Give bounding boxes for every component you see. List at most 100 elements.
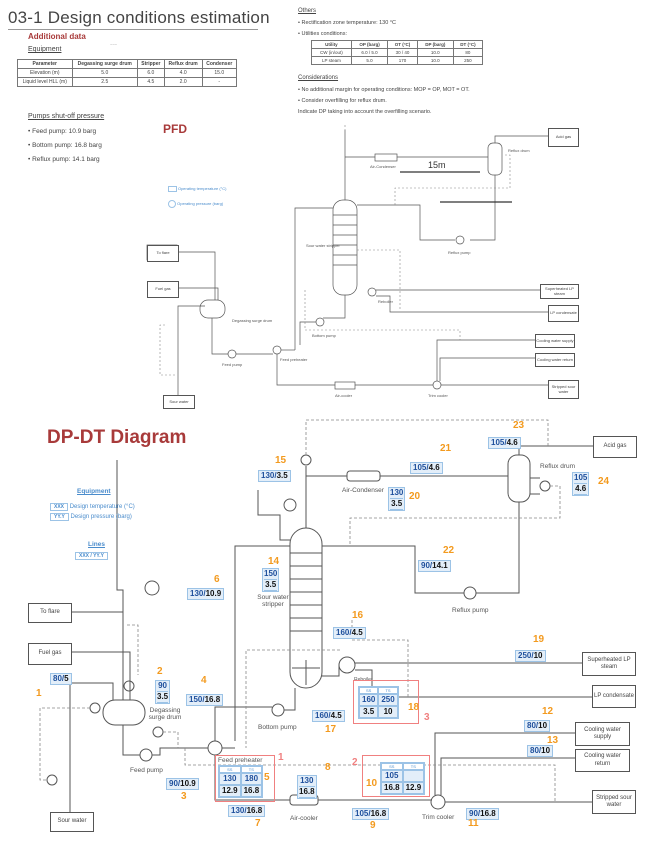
separator: / [504, 438, 507, 447]
cw-supply-box: Cooling water supply [575, 722, 630, 746]
legend-xxx-box: XXX [50, 503, 69, 511]
stream-number: 23 [513, 420, 525, 431]
separator: / [538, 746, 542, 755]
design-temperature: 130 [190, 589, 204, 598]
legend-text: Operating pressure (barg) [177, 201, 224, 207]
bottom-pump [271, 703, 285, 717]
shell-design-temperature: 105 [381, 770, 403, 782]
pumps-list: Feed pump: 10.9 barg Bottom pump: 16.8 b… [28, 125, 102, 167]
design-pressure: 14.1 [432, 561, 448, 570]
tube-design-pressure: 16.8 [240, 785, 263, 797]
design-temperature: 130 [261, 471, 275, 480]
separator: / [531, 651, 534, 660]
separator: / [477, 809, 481, 818]
design-temperature: 80 [527, 721, 536, 730]
stream-tag: 90/10.9 [166, 778, 199, 790]
stream-number: 7 [255, 818, 261, 829]
list-item: Utilities conditions: [298, 29, 396, 40]
considerations-heading: Considerations [298, 75, 339, 81]
design-temperature: 150 [189, 695, 203, 704]
tube-side-header: TS [402, 763, 425, 770]
shell-design-pressure: 12.9 [219, 785, 241, 797]
design-pressure: 4.5 [330, 711, 342, 720]
stream-number: 19 [533, 634, 545, 645]
reboiler [338, 656, 356, 674]
pfd-stripped-box: Stripped sour water [548, 380, 579, 399]
exchanger-mark: 2 [352, 757, 358, 768]
pfd-feed-pump-label: Feed pump [222, 362, 243, 367]
shell-design-temperature: 160 [359, 694, 379, 706]
fuel-gas-box: Fuel gas [28, 643, 72, 665]
separator: / [328, 711, 331, 720]
pfd-cw-supply-box: Cooling water supply [535, 334, 575, 348]
exchanger-mark: 1 [278, 752, 284, 763]
to-flare-box: To flare [28, 603, 72, 623]
design-temperature: 130 [299, 776, 315, 787]
design-temperature: 80 [530, 746, 539, 755]
stream-tag: 160/4.5 [333, 627, 366, 639]
separator: / [177, 779, 181, 788]
list-item: Feed pump: 10.9 barg [28, 125, 102, 139]
shell-design-pressure: 3.5 [359, 706, 379, 718]
air-cooler-label: Air-cooler [290, 815, 318, 822]
legend-text: Design pressure (barg) [70, 514, 132, 520]
exchanger-highlight-box [353, 680, 419, 724]
stream-tag: 130/3.5 [258, 470, 291, 482]
legend-pres: YY.Y Design pressure (barg) [50, 513, 132, 521]
stream-number: 24 [598, 476, 610, 487]
stream-number: 3 [181, 791, 187, 802]
stream-number: 8 [325, 762, 331, 773]
steam-box: Superheated LP steam [582, 652, 636, 676]
additional-data-heading: Additional data [28, 32, 86, 41]
design-pressure: 10 [533, 651, 543, 660]
legend-text: Operating temperature (°C) [177, 186, 227, 191]
equipment-heading: Equipment [28, 46, 62, 53]
cell: - [201, 77, 238, 87]
pfd-reflux-pump-label: Reflux pump [448, 250, 471, 255]
list-item: No additional margin for operating condi… [298, 85, 469, 96]
design-temperature: 130 [231, 806, 245, 815]
pfd-trim-cooler-label: Trim cooler [428, 393, 448, 398]
design-pressure: 10.9 [180, 779, 196, 788]
design-temperature: 250 [518, 651, 532, 660]
design-pressure: 4.6 [574, 484, 588, 495]
list-item-text: Indicate DP taking into account the over… [298, 109, 432, 115]
design-pressure: 16.8 [204, 695, 221, 704]
stream-number: 9 [370, 820, 376, 831]
page-title: 03-1 Design conditions estimation [8, 8, 270, 30]
stream-tag: 90/14.1 [418, 560, 451, 572]
pfd-fuel-gas-box: Fuel gas [147, 281, 179, 298]
stream-tag: 80/5 [50, 673, 72, 685]
design-pressure: 3.5 [390, 499, 404, 510]
design-pressure: 3.5 [276, 471, 288, 480]
feed-pump-label: Feed pump [130, 767, 163, 774]
design-pressure: 3.5 [264, 580, 278, 591]
table-row: Liquid level HLL (m) 2.5 4.5 2.0 - [17, 77, 238, 87]
pfd-sour-water-box: Sour water [163, 395, 195, 409]
stream-number: 2 [157, 666, 163, 677]
stream-tag: 80/10 [527, 745, 554, 757]
pfd-hand-annotation [400, 171, 512, 203]
list-item: Reflux pump: 14.1 barg [28, 153, 102, 167]
legend-equipment-heading: Equipment [77, 488, 111, 495]
others-list: Rectification zone temperature: 130 °C U… [298, 18, 396, 40]
exchanger-number: 10 [366, 778, 378, 789]
shell-design-temperature: 130 [219, 773, 241, 785]
pfd-bottom-pump-label: Bottom pump [312, 333, 336, 338]
pfd-legend-temp: Operating temperature (°C) [168, 186, 227, 192]
utilities-table: Utility OP (barg) OT (°C) DP (barg) DT (… [311, 40, 484, 65]
stripped-sour-water-box: Stripped sour water [592, 790, 636, 814]
reflux-pump-label: Reflux pump [452, 607, 489, 614]
stream-tag: 160/4.5 [312, 710, 345, 722]
design-temperature: 90 [157, 681, 169, 692]
pfd-air-cooler-label: Air-cooler [335, 393, 353, 398]
pfd-steam-box: Superheated LP steam [540, 284, 579, 299]
pfd-hand-annotation-15m: 15m [428, 160, 446, 170]
stream-number: 20 [409, 491, 421, 502]
cell: 2.5 [71, 77, 139, 87]
design-temperature: 90 [469, 809, 478, 818]
pfd-lines [146, 130, 548, 395]
list-item: Rectification zone temperature: 130 °C [298, 18, 396, 29]
pfd-air-condenser-label: Air-Condenser [370, 164, 396, 169]
